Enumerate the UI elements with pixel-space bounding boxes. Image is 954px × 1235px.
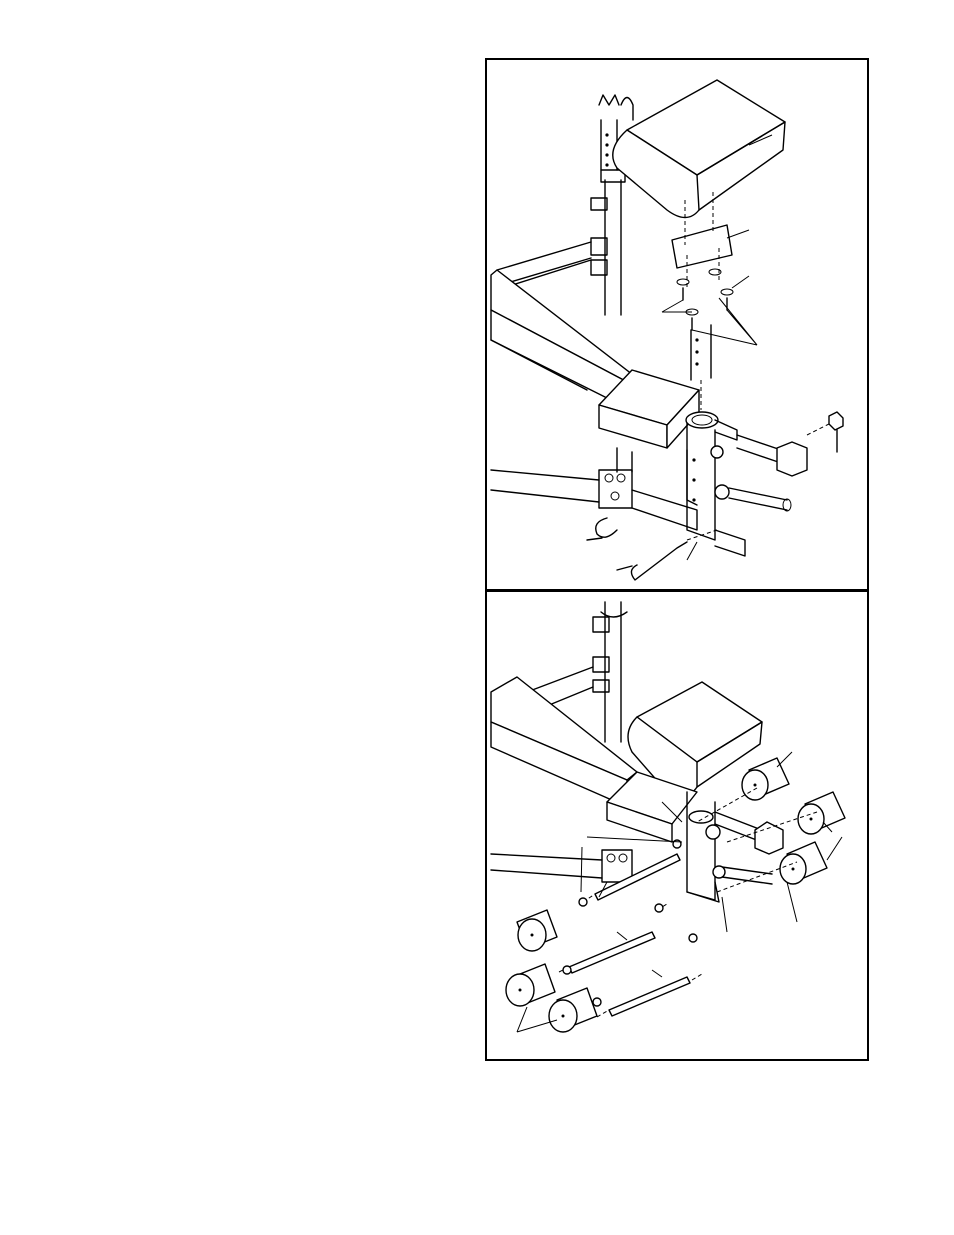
bench-frame [491,448,697,530]
hook-pin [617,530,717,580]
foam-roller [742,758,789,800]
assembly-figure-top [485,58,869,591]
backrest [491,270,637,405]
figure-bottom-drawing [487,592,871,1063]
figure-top-drawing [487,60,871,593]
leg-lever-upright [686,412,807,556]
spring-pin [587,518,617,540]
rack-upright [591,95,633,315]
foam-roller [506,964,555,1006]
rack-upright [593,602,627,742]
preacher-pad [613,80,785,218]
nut [807,412,843,452]
foam-roller [517,910,557,951]
assembly-figure-bottom [485,590,869,1061]
bolts-and-washers [677,269,733,330]
foam-roller [780,842,827,884]
foam-roller [549,988,597,1032]
foam-roller [798,792,845,834]
backrest [491,677,637,801]
